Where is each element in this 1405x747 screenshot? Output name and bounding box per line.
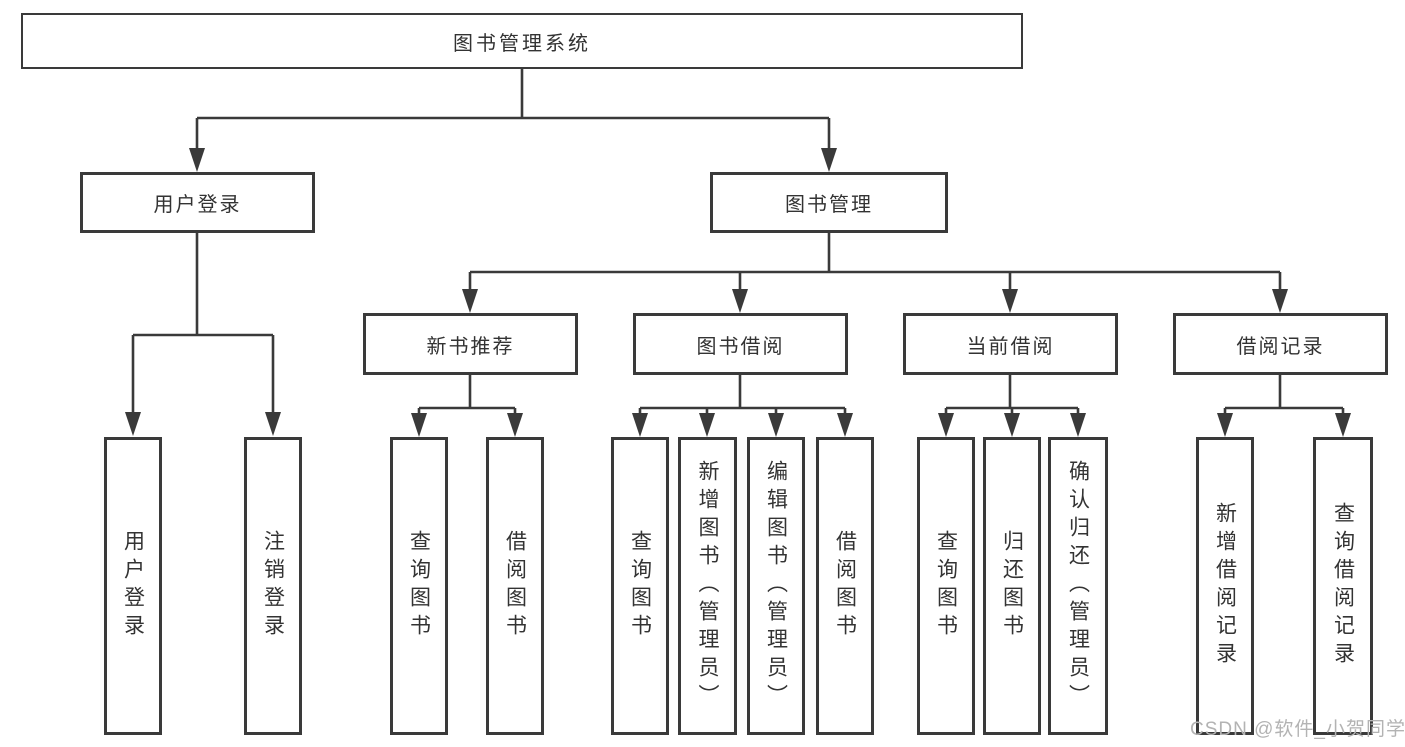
leaf-borrow-books: 借阅图书 xyxy=(816,437,874,735)
leaf-add-borrow-record: 新增借阅记录 xyxy=(1196,437,1254,735)
csdn-watermark: CSDN @软件_小贺同学 xyxy=(1190,719,1405,740)
leaf-return-books: 归还图书 xyxy=(983,437,1041,735)
node-current-borrow: 当前借阅 xyxy=(903,313,1118,375)
node-library-management-system: 图书管理系统 xyxy=(21,13,1023,69)
leaf-query-books-recommend: 查询图书 xyxy=(390,437,448,735)
leaf-query-borrow-record: 查询借阅记录 xyxy=(1313,437,1373,735)
leaf-logout: 注销登录 xyxy=(244,437,302,735)
node-borrow-records: 借阅记录 xyxy=(1173,313,1388,375)
leaf-borrow-books-recommend: 借阅图书 xyxy=(486,437,544,735)
leaf-user-login: 用户登录 xyxy=(104,437,162,735)
node-user-login: 用户登录 xyxy=(80,172,315,233)
node-new-book-recommend: 新书推荐 xyxy=(363,313,578,375)
leaf-query-books-borrow: 查询图书 xyxy=(611,437,669,735)
leaf-edit-books-admin: 编辑图书（管理员） xyxy=(747,437,805,735)
node-book-borrow: 图书借阅 xyxy=(633,313,848,375)
leaf-confirm-return-admin: 确认归还（管理员） xyxy=(1048,437,1108,735)
leaf-query-books-current: 查询图书 xyxy=(917,437,975,735)
leaf-add-books-admin: 新增图书（管理员） xyxy=(678,437,737,735)
node-book-management: 图书管理 xyxy=(710,172,948,233)
